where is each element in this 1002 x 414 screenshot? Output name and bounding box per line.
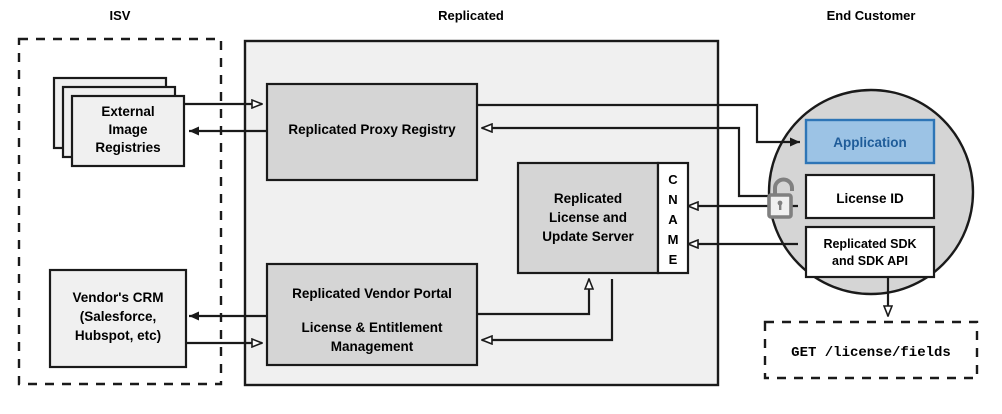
registries-label-line2: Image (108, 122, 148, 137)
header-isv: ISV (110, 8, 131, 23)
license-server-label-line3: Update Server (542, 229, 634, 244)
external-image-registries[interactable]: External Image Registries (52, 76, 186, 168)
cname-letter-m: M (668, 232, 679, 247)
cname-letter-a: A (668, 212, 678, 227)
isv-boundary (17, 37, 223, 386)
vendor-crm-box[interactable]: Vendor's CRM (Salesforce, Hubspot, etc) (48, 268, 188, 369)
cname-letter-c: C (668, 172, 678, 187)
registries-label-line3: Registries (95, 140, 160, 155)
unlocked-padlock-icon (767, 177, 794, 219)
api-call-box[interactable]: GET /license/fields (763, 320, 979, 380)
application-label: Application (833, 135, 907, 150)
vendor-portal-title: Replicated Vendor Portal (292, 286, 452, 301)
license-id-box[interactable]: License ID (804, 173, 936, 220)
connector-licenseserver-to-vendorportal (482, 279, 614, 340)
cname-letter-e: E (669, 252, 678, 267)
sdk-label-line1: Replicated SDK (823, 237, 916, 251)
crm-label-line1: Vendor's CRM (73, 290, 164, 305)
replicated-sdk-box[interactable]: Replicated SDK and SDK API (804, 225, 936, 279)
header-replicated: Replicated (438, 8, 504, 23)
vendor-portal-subtitle-line1: License & Entitlement (301, 320, 443, 335)
header-end-customer: End Customer (827, 8, 916, 23)
connector-application-to-proxy (482, 128, 786, 198)
application-box[interactable]: Application (804, 118, 936, 165)
crm-label-line2: (Salesforce, (80, 309, 157, 324)
connector-proxy-to-application (477, 103, 800, 147)
cname-strip[interactable]: C N A M E (656, 161, 690, 275)
replicated-vendor-portal-box[interactable]: Replicated Vendor Portal License & Entit… (265, 262, 479, 367)
sdk-label-line2: and SDK API (832, 254, 908, 268)
license-server-label-line2: License and (549, 210, 627, 225)
vendor-portal-subtitle-line2: Management (331, 339, 414, 354)
proxy-registry-label: Replicated Proxy Registry (288, 122, 456, 137)
replicated-license-update-server-box[interactable]: Replicated License and Update Server (516, 161, 660, 275)
cname-letter-n: N (668, 192, 677, 207)
connector-vendorportal-to-licenseserver (477, 279, 589, 316)
api-call-label: GET /license/fields (791, 345, 951, 361)
crm-label-line3: Hubspot, etc) (75, 328, 161, 343)
replicated-proxy-registry-box[interactable]: Replicated Proxy Registry (265, 82, 479, 182)
license-server-label-line1: Replicated (554, 191, 622, 206)
registries-label-line1: External (101, 104, 154, 119)
license-id-label: License ID (836, 191, 904, 206)
